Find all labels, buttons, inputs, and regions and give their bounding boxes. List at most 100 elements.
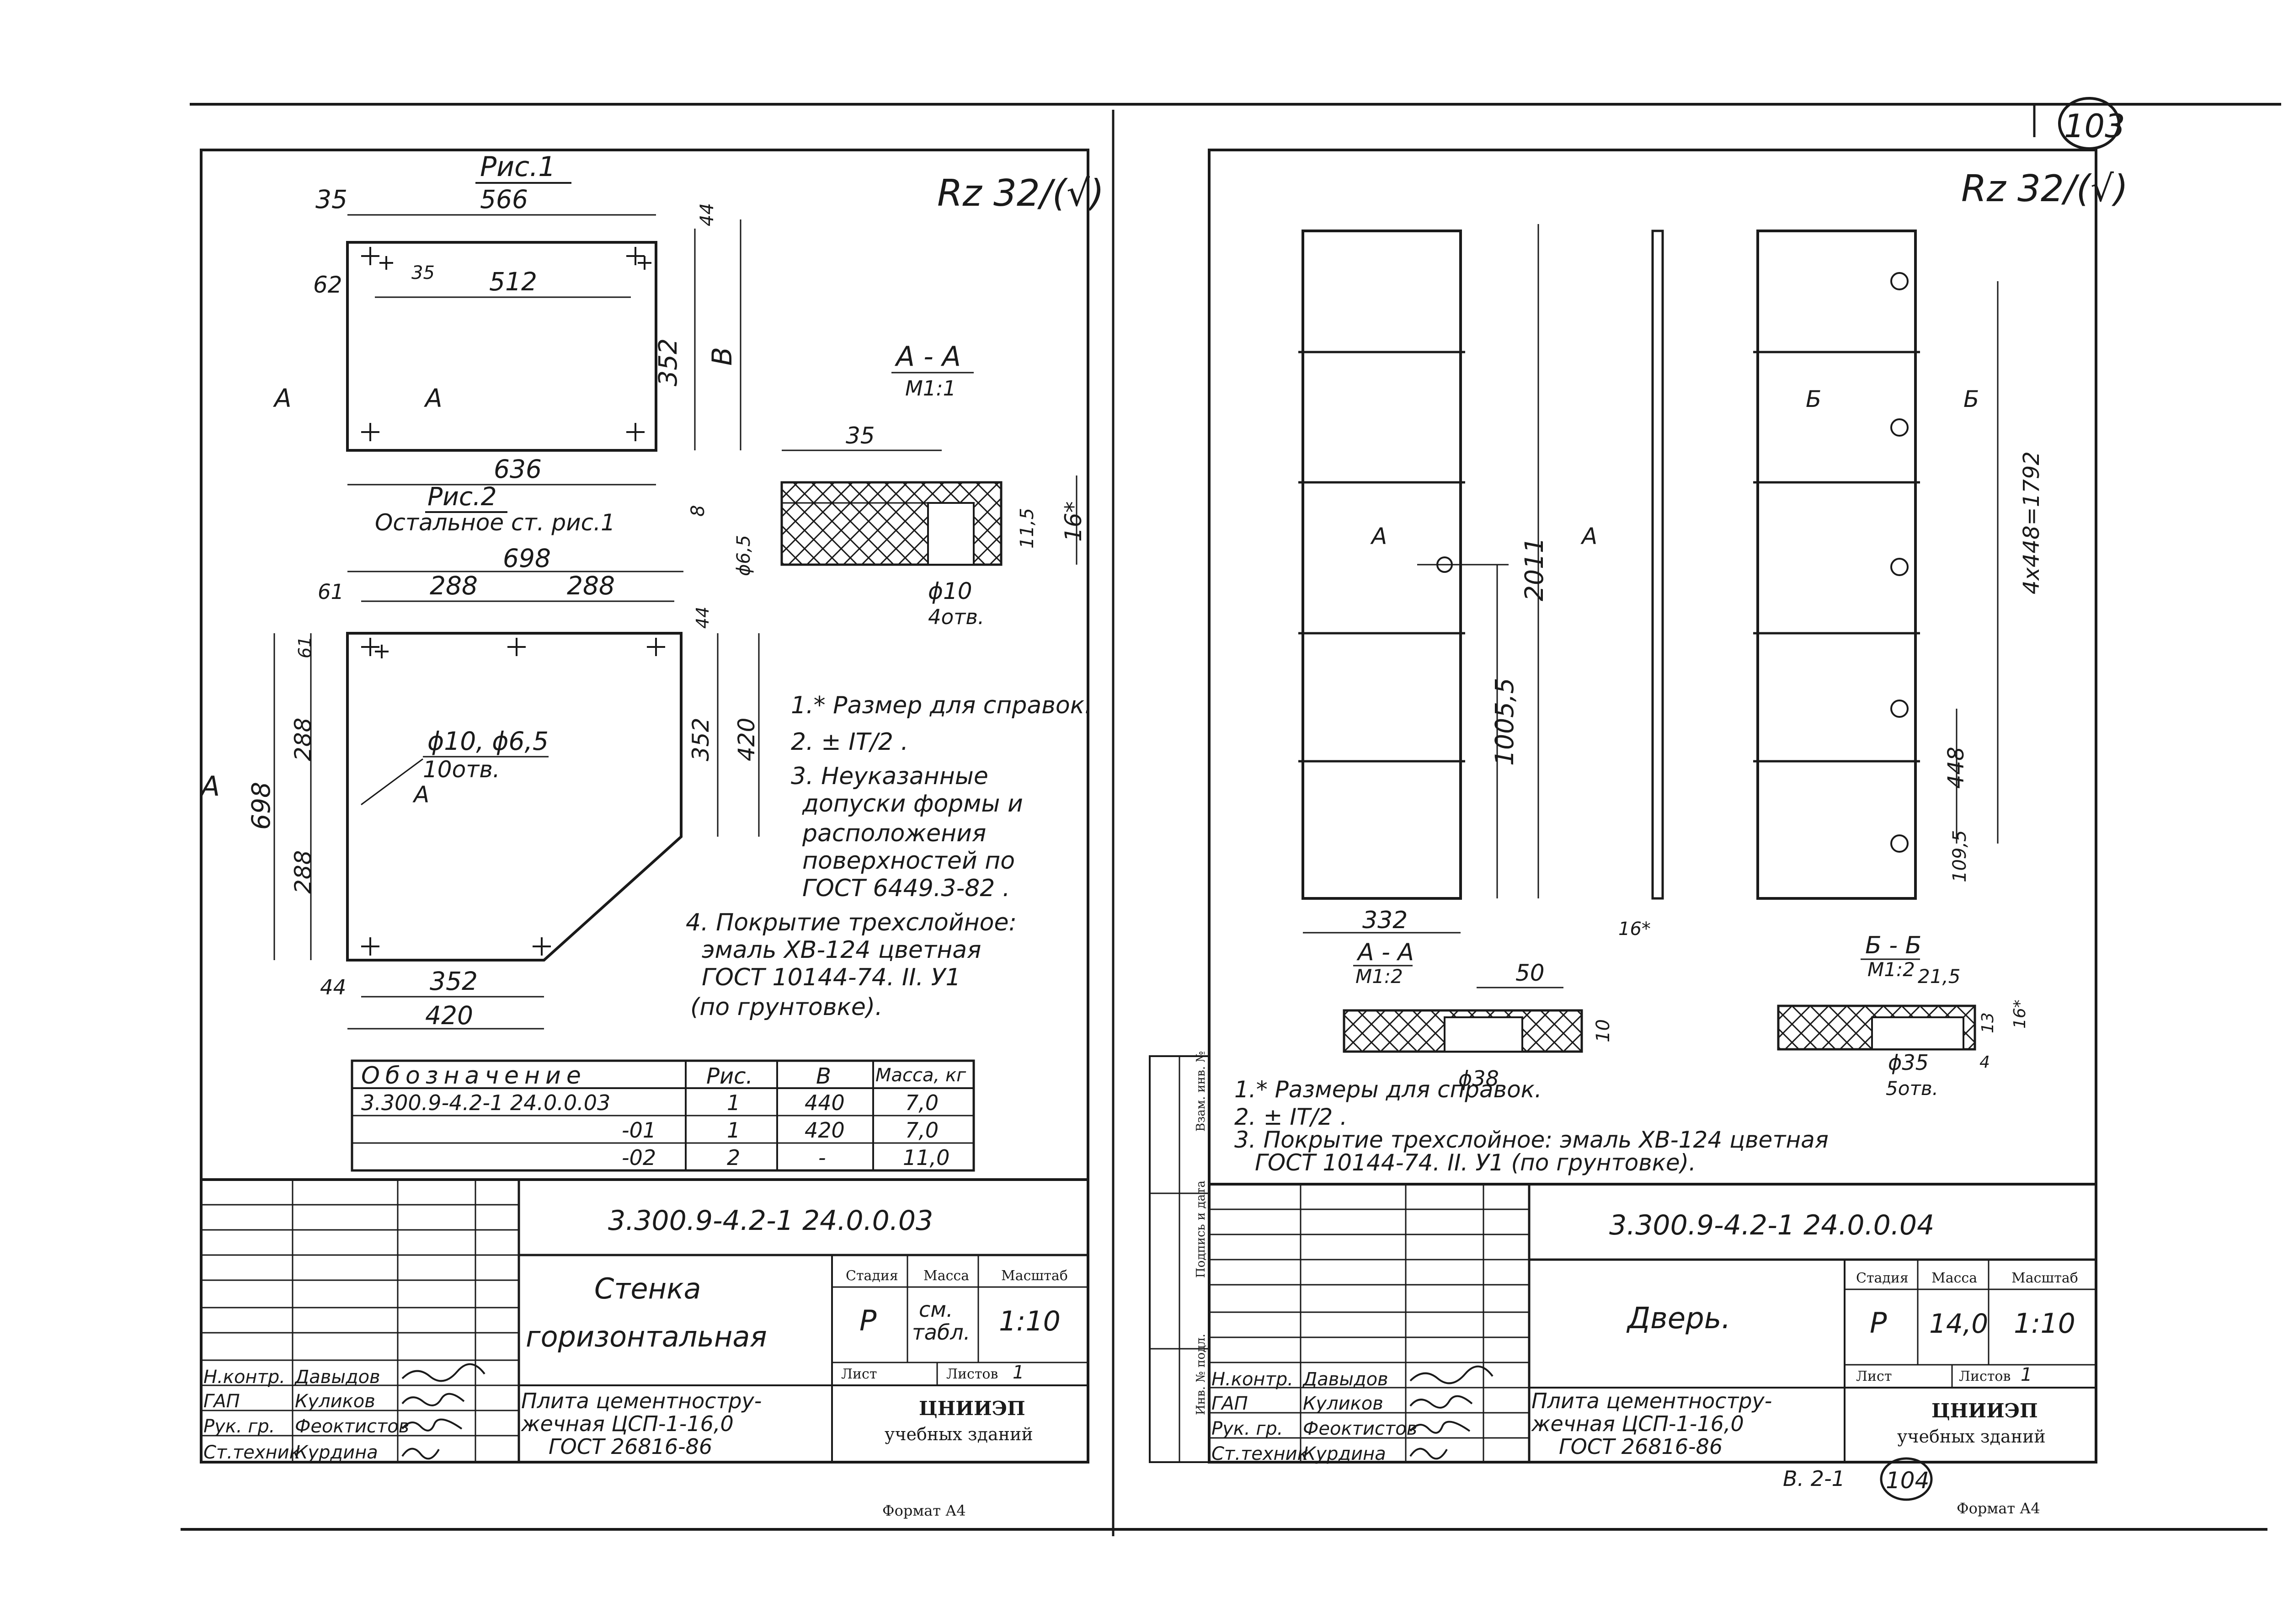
door-dim-1095: 109,5 [1949, 830, 1970, 882]
door-section-mark-a2: A [1580, 523, 1597, 550]
section-aa-left-dim-phi10: ϕ10 [928, 578, 972, 604]
section-bb-dim-phi35: ϕ35 [1888, 1050, 1929, 1075]
right-tb-sheets: 1 [2021, 1364, 2032, 1385]
section-bb: Б - Б M1:2 21,5 ϕ35 5отв. 13 4 16* [1777, 932, 2029, 1100]
left-tb-stage: Р [859, 1304, 877, 1337]
left-tb-sheets: 1 [1013, 1362, 1024, 1383]
fig1-holes [361, 247, 651, 441]
left-tb-name-0: Давыдов [294, 1367, 380, 1388]
fig2-plate [346, 632, 683, 962]
spec-row0-mass: 7,0 [905, 1090, 939, 1115]
right-tb-mass: 14,0 [1929, 1308, 1988, 1339]
right-tb-role-1: ГАП [1211, 1393, 1248, 1414]
spec-row1-mass: 7,0 [905, 1118, 939, 1143]
door-back: Б Б 4x448=1792 448 109,5 [1753, 230, 2044, 900]
right-tb-name-3: Курдина [1303, 1443, 1386, 1464]
door-dim-10055: 1005,5 [1490, 678, 1519, 766]
left-tb-name-1-person: Куликов [295, 1391, 375, 1412]
right-tb-role-2: Рук. гр. [1211, 1418, 1283, 1439]
left-note-9: эмаль ХВ-124 цветная [702, 936, 981, 964]
left-note-6: поверхностей по [802, 847, 1015, 875]
section-aa-right-title: A - A [1356, 939, 1414, 966]
right-sheet-frame [1208, 149, 2097, 1464]
fig1-dim-44: 44 [697, 203, 718, 226]
left-note-8: 4. Покрытие трехслойное: [686, 909, 1017, 936]
right-tb-scale: 1:10 [2014, 1308, 2075, 1340]
right-tb-material-3: ГОСТ 26816-86 [1559, 1434, 1723, 1459]
section-aa-right-dim-10: 10 [1593, 1019, 1614, 1042]
section-aa-right-dim-50: 50 [1515, 960, 1545, 986]
section-bb-dim-16: 16* [2011, 999, 2029, 1029]
fig1-dim-35b: 35 [411, 262, 435, 283]
left-tb-org-1: ЦНИИЭП [919, 1397, 1025, 1420]
fig2-dim-288-left-b: 288 [290, 850, 316, 894]
fig1-dim-35: 35 [315, 185, 347, 214]
spec-row2-fig: 2 [727, 1145, 740, 1170]
section-aa-left-dim-4holes: 4отв. [928, 605, 984, 629]
fig1-section-mark-left: A [273, 384, 292, 413]
fig2-subtitle: Остальное ст. рис.1 [375, 509, 615, 536]
fig2: Рис.2 Остальное ст. рис.1 698 61 288 288… [199, 482, 760, 1030]
page-frame [181, 103, 2281, 1536]
spec-header-fig: Рис. [706, 1063, 753, 1089]
door-back-holes [1890, 272, 1909, 853]
right-tb-material-2: жечная ЦСП-1-16,0 [1531, 1411, 1744, 1436]
left-tb-org-2: учебных зданий [885, 1424, 1033, 1444]
fig2-dim-698-top: 698 [503, 544, 551, 573]
fig2-dim-288-b: 288 [567, 571, 615, 600]
door-front: A A 2011 1005,5 332 [1298, 224, 1597, 934]
fig2-dim-61-left: 61 [295, 636, 315, 658]
left-roughness: Rz 32/(√) [937, 172, 1104, 214]
left-tb-mass-2: табл. [912, 1320, 970, 1345]
door-dim-332: 332 [1362, 907, 1408, 934]
spec-row1-fig: 1 [727, 1118, 740, 1143]
left-note-5: расположения [802, 820, 986, 847]
spec-header-mass: Масса, кг [875, 1065, 966, 1086]
right-tb-name: Дверь. [1626, 1302, 1731, 1336]
spec-row2-designation: -02 [622, 1145, 656, 1170]
left-title-block: 3.300.9-4.2-1 24.0.0.03 Стенка горизонта… [201, 1178, 1088, 1463]
left-tb-role-3: Ст.техник [203, 1442, 300, 1463]
left-tb-name-2-person: Феоктистов [295, 1416, 409, 1437]
right-tb-role-0: Н.контр. [1211, 1369, 1293, 1390]
left-tb-role-2: Рук. гр. [203, 1416, 275, 1437]
right-sheet: Взам. инв. № Подпись и дата Инв. № подл.… [1149, 149, 2128, 1517]
fig2-dim-352-bottom: 352 [430, 967, 478, 996]
section-bb-scale: M1:2 [1867, 958, 1915, 981]
fig1-dim-636: 636 [494, 454, 542, 484]
spec-row1-designation: -01 [622, 1118, 656, 1143]
door-section-mark-a1: A [1370, 523, 1387, 550]
left-note-3: 3. Неуказанные [791, 763, 988, 790]
spec-table: Обозначение Рис. B Масса, кг 3.300.9-4.2… [351, 1059, 975, 1172]
door-back-mark-b1: Б [1806, 386, 1821, 412]
spec-header-b: B [816, 1063, 831, 1089]
side-stamp-2: Подпись и дата [1194, 1181, 1208, 1278]
door-dim-1792: 4x448=1792 [2019, 451, 2044, 594]
section-aa-left-title: A - A [894, 341, 961, 373]
left-note-10: ГОСТ 10144-74. II. У1 [702, 964, 960, 991]
fig2-section-mark-right: A [412, 781, 429, 808]
door-dim-16: 16* [1618, 919, 1651, 940]
left-tb-scale-header: Масштаб [1001, 1268, 1068, 1284]
spec-row2-mass: 11,0 [903, 1145, 949, 1170]
right-tb-material-1: Плита цементностру- [1531, 1389, 1772, 1413]
section-aa-left: A - A M1:1 35 8 ϕ6,5 11,5 16* ϕ10 4отв. [688, 341, 1087, 629]
fig1-dim-B: B [706, 347, 738, 366]
door-back-mark-b2: Б [1963, 386, 1979, 412]
fig2-dim-61: 61 [318, 580, 344, 604]
left-note-7: ГОСТ 6449.3-82 . [802, 875, 1010, 902]
right-tb-stage-header: Стадия [1856, 1270, 1909, 1286]
fig2-dim-420: 420 [733, 718, 760, 761]
fig1-dim-352: 352 [653, 338, 683, 386]
fig1-dim-512: 512 [489, 267, 537, 296]
left-tb-sheets-label: Листов [946, 1366, 998, 1382]
page-number-top: 103 [2058, 97, 2125, 150]
left-note-1: 1.* Размер для справок. [791, 692, 1092, 719]
left-tb-mass-header: Масса [923, 1268, 969, 1284]
fig2-dim-352: 352 [688, 718, 714, 761]
left-tb-material-1: Плита цементностру- [521, 1389, 762, 1413]
section-aa-left-dim-65: ϕ6,5 [733, 535, 754, 576]
album-ref: В. 2-1 [1783, 1466, 1845, 1491]
section-aa-right-scale: M1:2 [1355, 965, 1403, 988]
